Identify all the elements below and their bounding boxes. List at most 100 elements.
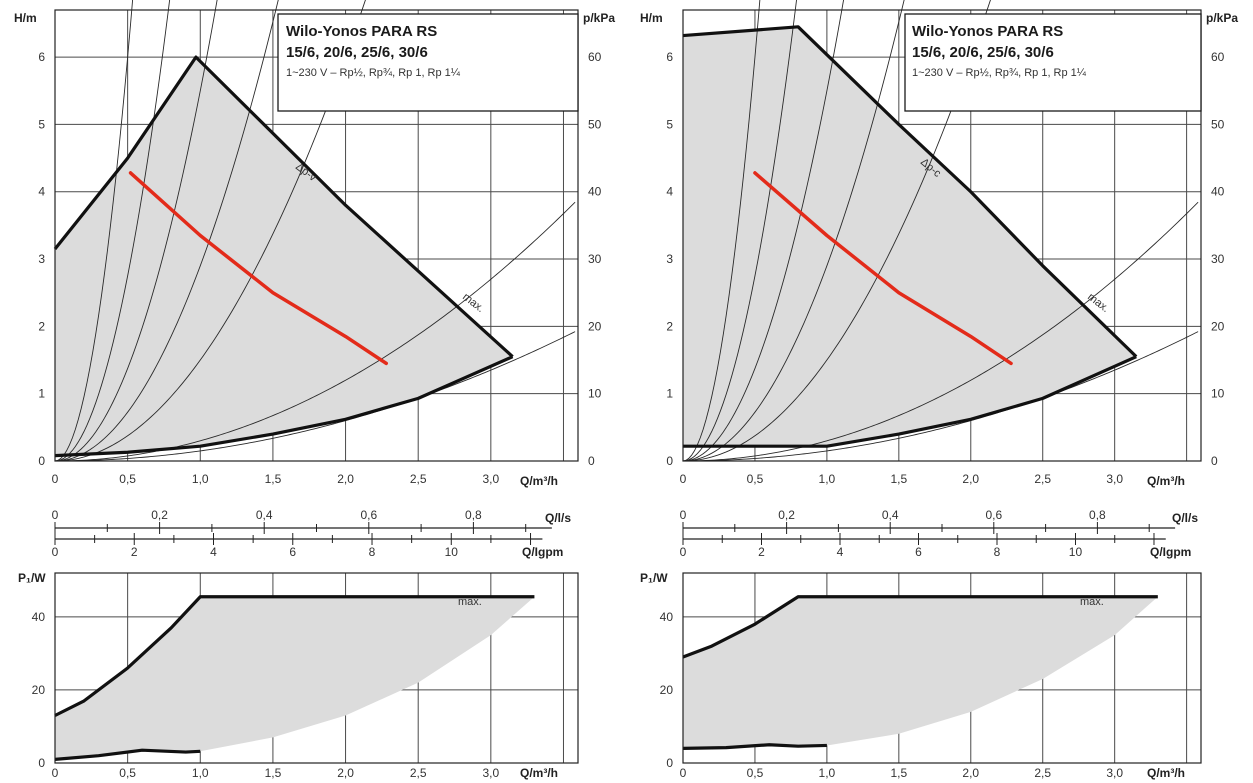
y2-tick-label: 30 xyxy=(588,252,602,266)
igpm-tick-label: 6 xyxy=(289,545,296,559)
y2-tick-label: 40 xyxy=(588,185,602,199)
legend-note: 1~230 V – Rp½, Rp¾, Rp 1, Rp 1¼ xyxy=(912,67,1087,79)
y-tick-label: 0 xyxy=(38,454,45,468)
y2-tick-label: 60 xyxy=(588,50,602,64)
y-tick-label: 5 xyxy=(38,117,45,131)
y-tick-label: 1 xyxy=(38,387,45,401)
x-tick-label: 0 xyxy=(52,766,59,780)
igpm-tick-label: 4 xyxy=(210,545,217,559)
system-curve xyxy=(682,331,1199,462)
x-tick-label: 0,5 xyxy=(747,472,764,486)
y-tick-label: 3 xyxy=(38,252,45,266)
ls-axis-label: Q/l/s xyxy=(545,511,571,525)
system-curve xyxy=(682,201,1199,462)
y-tick-label: 2 xyxy=(666,319,673,333)
system-curve xyxy=(54,0,171,462)
operating-range-area xyxy=(55,57,513,456)
y2-tick-label: 60 xyxy=(1211,50,1225,64)
system-curve xyxy=(54,331,576,462)
y-tick-label: 20 xyxy=(32,683,46,697)
ls-tick-label: 0,4 xyxy=(882,508,899,522)
x-tick-label: 1,5 xyxy=(890,472,907,486)
ls-tick-label: 0,4 xyxy=(256,508,273,522)
x-tick-label: 3,0 xyxy=(1106,472,1123,486)
y-tick-label: 5 xyxy=(666,117,673,131)
y-tick-label: 0 xyxy=(666,454,673,468)
power-range-area xyxy=(683,596,1158,749)
min-power-curve xyxy=(682,743,827,750)
legend-note: 1~230 V – Rp½, Rp¾, Rp 1, Rp 1¼ xyxy=(286,67,461,79)
max-power-curve xyxy=(682,595,1158,659)
legend-title: Wilo-Yonos PARA RS xyxy=(286,23,437,40)
legend-box xyxy=(277,13,579,112)
igpm-axis-label: Q/Igpm xyxy=(522,545,563,559)
min-curve xyxy=(683,355,1137,448)
x-tick-label: 0 xyxy=(52,472,59,486)
max-label: max. xyxy=(458,596,482,608)
x-tick-label: 3,0 xyxy=(482,766,499,780)
y-tick-label: 6 xyxy=(38,50,45,64)
plot-frame xyxy=(54,9,579,462)
ls-tick-label: 0,2 xyxy=(151,508,168,522)
y2-tick-label: 10 xyxy=(1211,387,1225,401)
y-tick-label: 2 xyxy=(38,319,45,333)
y-tick-label: 6 xyxy=(666,50,673,64)
ls-tick-label: 0,2 xyxy=(778,508,795,522)
ls-tick-label: 0,8 xyxy=(1089,508,1106,522)
y-tick-label: 0 xyxy=(38,756,45,770)
y-tick-label: 0 xyxy=(666,756,673,770)
plot-frame xyxy=(682,9,1202,462)
x-tick-label: 0 xyxy=(680,766,687,780)
x-tick-label: 2,0 xyxy=(962,472,979,486)
legend-subtitle: 15/6, 20/6, 25/6, 30/6 xyxy=(912,44,1054,61)
x-tick-label: 2,5 xyxy=(410,472,427,486)
y2-tick-label: 10 xyxy=(588,387,602,401)
x-tick-label: 2,0 xyxy=(962,766,979,780)
igpm-tick-label: 8 xyxy=(369,545,376,559)
y2-tick-label: 20 xyxy=(1211,319,1225,333)
system-curve xyxy=(54,0,366,462)
y2-tick-label: 40 xyxy=(1211,185,1225,199)
y2-tick-label: 0 xyxy=(1211,454,1218,468)
operating-curve xyxy=(128,171,388,366)
ls-tick-label: 0,6 xyxy=(360,508,377,522)
operating-range-area xyxy=(683,26,1137,447)
system-curve xyxy=(682,0,905,462)
x-tick-label: 1,0 xyxy=(192,766,209,780)
y-tick-label: 3 xyxy=(666,252,673,266)
min-power-curve xyxy=(54,748,201,761)
x-axis-label: Q/m³/h xyxy=(520,474,558,488)
igpm-tick-label: 8 xyxy=(994,545,1001,559)
igpm-axis-label: Q/Igpm xyxy=(1150,545,1191,559)
system-curve xyxy=(54,201,576,462)
igpm-tick-label: 10 xyxy=(1069,545,1083,559)
igpm-tick-label: 10 xyxy=(445,545,459,559)
x-tick-label: 1,0 xyxy=(819,766,836,780)
y2-tick-label: 50 xyxy=(588,117,602,131)
ls-tick-label: 0,8 xyxy=(465,508,482,522)
ls-tick-label: 0,6 xyxy=(985,508,1002,522)
x-tick-label: 3,0 xyxy=(1106,766,1123,780)
x-tick-label: 0,5 xyxy=(119,472,136,486)
system-curve xyxy=(54,0,218,462)
y-tick-label: 40 xyxy=(660,610,674,624)
x-tick-label: 0,5 xyxy=(119,766,136,780)
ls-tick-label: 0 xyxy=(680,508,687,522)
ls-axis-label: Q/l/s xyxy=(1172,511,1198,525)
x-tick-label: 2,5 xyxy=(410,766,427,780)
max-label: max. xyxy=(1080,596,1104,608)
system-curve xyxy=(54,0,134,462)
igpm-tick-label: 0 xyxy=(680,545,687,559)
x-tick-label: 1,5 xyxy=(890,766,907,780)
y2-axis-label: p/kPa xyxy=(1206,11,1238,25)
y2-tick-label: 20 xyxy=(588,319,602,333)
plot-frame xyxy=(682,572,1202,764)
x-axis-label: Q/m³/h xyxy=(1147,766,1185,780)
y-axis-label: H/m xyxy=(14,11,37,25)
igpm-tick-label: 2 xyxy=(131,545,138,559)
